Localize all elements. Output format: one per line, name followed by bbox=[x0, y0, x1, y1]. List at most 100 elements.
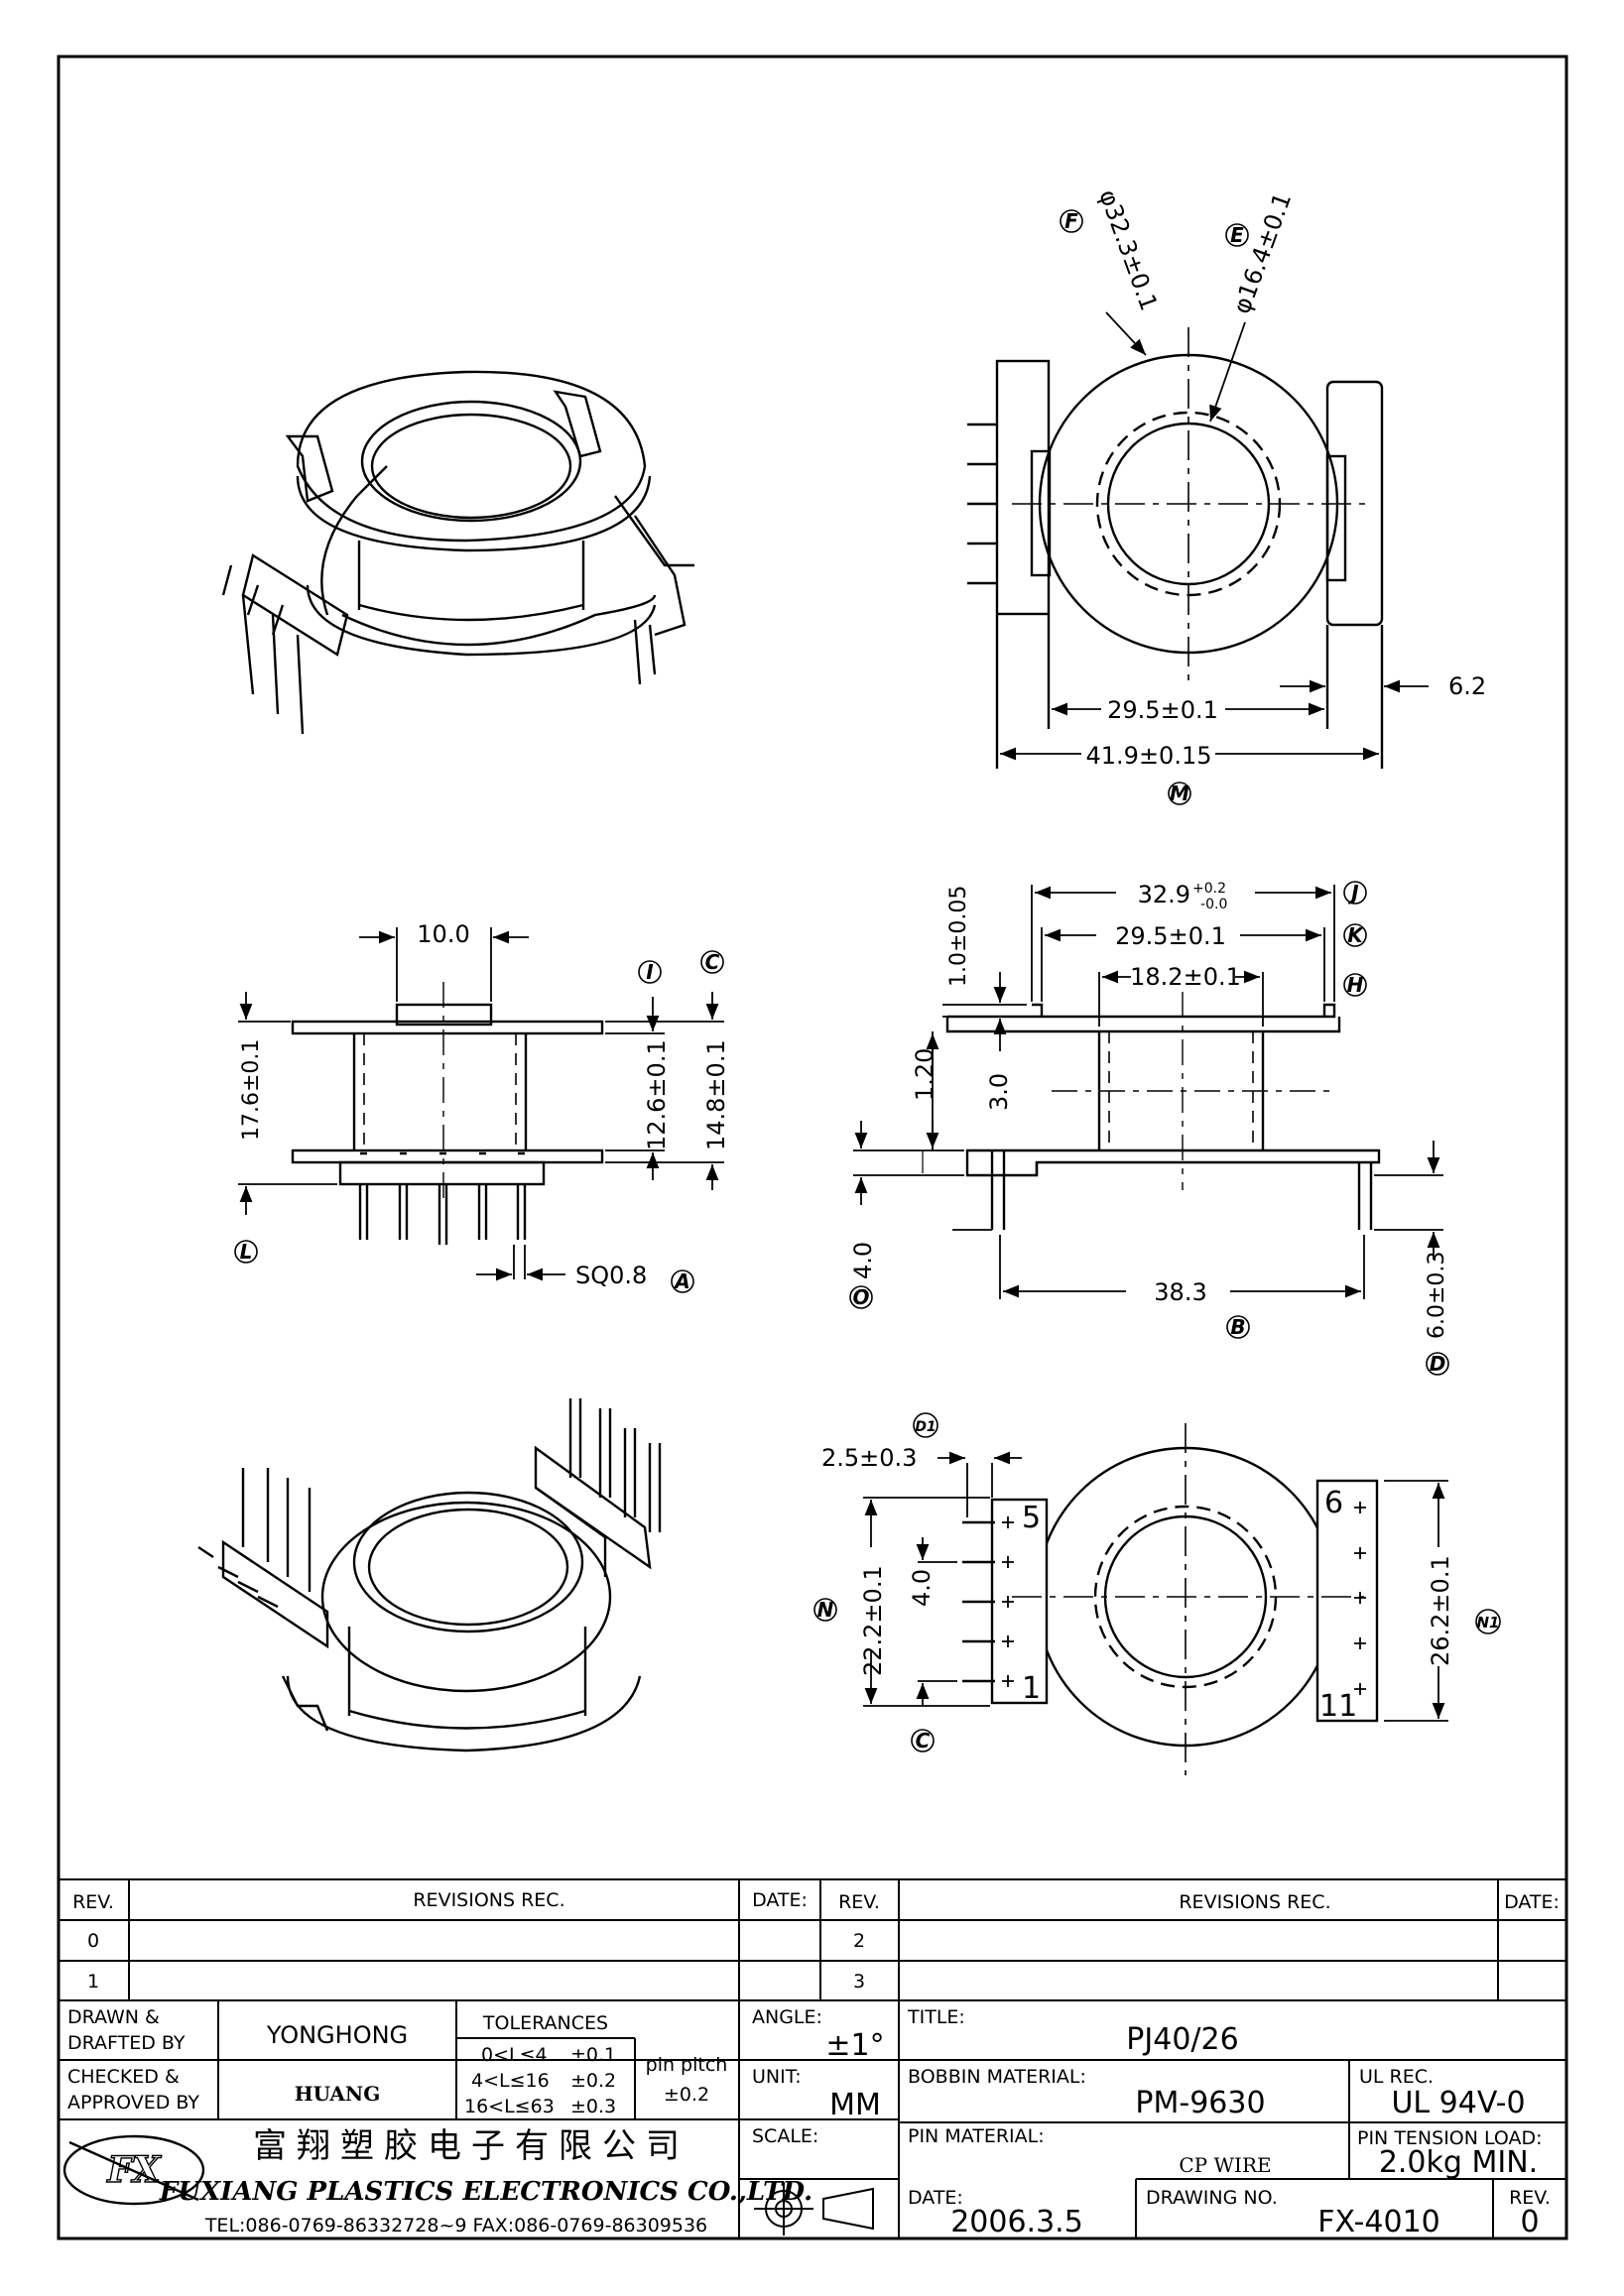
ul-label: UL REC. bbox=[1359, 2066, 1434, 2088]
total-height-dim: 17.6±0.1 bbox=[239, 1039, 264, 1141]
revisions-text: REV. REVISIONS REC. DATE: REV. REVISIONS… bbox=[72, 1889, 1560, 1993]
drawn-label: DRAWN & DRAFTED BY bbox=[67, 2006, 186, 2054]
revisions-table bbox=[59, 1878, 1566, 2001]
callout-a: A bbox=[673, 1269, 689, 1293]
drawing-no-value: FX-4010 bbox=[1317, 2205, 1440, 2239]
drawn-value: YONGHONG bbox=[266, 2021, 408, 2049]
unit-label: UNIT: bbox=[752, 2066, 802, 2088]
pin-length-dim: 4.0 bbox=[849, 1242, 877, 1279]
total-width-dim: 41.9±0.15 bbox=[1086, 742, 1212, 770]
flange-tab-dim: 6.2 bbox=[1448, 672, 1486, 700]
angle-label: ANGLE: bbox=[752, 2006, 822, 2028]
tol-value-2: ±0.2 bbox=[570, 2070, 616, 2092]
rev-row-3: 3 bbox=[853, 1971, 865, 1993]
sheet-border bbox=[57, 55, 1568, 2240]
callout-m: M bbox=[1170, 782, 1189, 805]
pin-number-6: 6 bbox=[1324, 1486, 1343, 1520]
tolerances-label: TOLERANCES bbox=[482, 2012, 608, 2034]
drawing-no-label: DRAWING NO. bbox=[1146, 2187, 1278, 2209]
front-mid-width-dim: 29.5±0.1 bbox=[1115, 922, 1226, 950]
pin-material-label: PIN MATERIAL: bbox=[908, 2125, 1045, 2147]
base-thickness-dim: 1.20 bbox=[911, 1048, 938, 1101]
pin-number-5: 5 bbox=[1022, 1501, 1041, 1535]
logo-text: FX bbox=[106, 2149, 163, 2191]
bottom-view-dimensions bbox=[863, 1451, 1448, 1722]
title-block-grid bbox=[59, 2000, 1566, 2238]
front-total-width-dim: 32.9+0.2-0.0 bbox=[1138, 881, 1228, 912]
ul-value: UL 94V-0 bbox=[1391, 2086, 1525, 2120]
company-contact: TEL:086-0769-86332728~9 FAX:086-0769-863… bbox=[204, 2215, 707, 2236]
pin-drop-dim: 6.0±0.3 bbox=[1425, 1252, 1449, 1339]
bottom-view-labels: 2.5±0.3 D1 22.2±0.1 4.0 26.2±0.1 5 1 6 1… bbox=[813, 1412, 1501, 1752]
pin-tension-value: 2.0kg MIN. bbox=[1379, 2145, 1538, 2180]
pin-pitch-value: ±0.2 bbox=[664, 2084, 709, 2106]
rev-value: 0 bbox=[1520, 2205, 1539, 2239]
revisions-header-left: REVISIONS REC. bbox=[413, 1889, 564, 1911]
checked-value: HUANG bbox=[295, 2082, 381, 2106]
pin-number-11: 11 bbox=[1319, 1689, 1357, 1724]
callout-i: I bbox=[646, 960, 654, 984]
callout-c-bottom: C bbox=[916, 1729, 931, 1752]
front-view-dimensions bbox=[853, 885, 1443, 1299]
title-block-text: DRAWN & DRAFTED BY YONGHONG CHECKED & AP… bbox=[67, 2006, 1551, 2239]
side-view bbox=[291, 982, 604, 1245]
pin-pitch-dim: 4.0 bbox=[908, 1569, 936, 1607]
side-view-labels: 10.0 17.6±0.1 12.6±0.1 14.8±0.1 SQ0.8 I … bbox=[234, 920, 730, 1293]
callout-b: B bbox=[1230, 1315, 1245, 1339]
unit-value: MM bbox=[829, 2088, 881, 2122]
top-view-dimensions bbox=[1000, 311, 1429, 761]
rev-header-right: REV. bbox=[838, 1891, 880, 1913]
tol-range-1: 0<L≤4 bbox=[481, 2044, 548, 2066]
pin-material-value: CP WIRE bbox=[1179, 2153, 1271, 2177]
scale-label: SCALE: bbox=[752, 2125, 818, 2147]
company-block: FX 富翔塑胶电子有限公司 FUXIANG PLASTICS ELECTRONI… bbox=[62, 2126, 812, 2236]
callout-d1: D1 bbox=[915, 1419, 936, 1435]
tab-width-dim: 10.0 bbox=[417, 920, 469, 948]
tol-value-3: ±0.3 bbox=[570, 2096, 616, 2117]
tol-value-1: ±0.1 bbox=[570, 2044, 616, 2066]
inner-height-dim: 12.6±0.1 bbox=[643, 1039, 671, 1150]
side-view-dimensions bbox=[238, 927, 724, 1281]
tol-range-3: 16<L≤63 bbox=[464, 2096, 555, 2117]
pin-number-1: 1 bbox=[1022, 1671, 1041, 1706]
front-view-labels: 32.9+0.2-0.0 29.5±0.1 18.2±0.1 1.0±0.05 … bbox=[849, 881, 1449, 1376]
third-angle-projection-icon bbox=[754, 2182, 874, 2236]
pin-pitch-total-dim: 22.2±0.1 bbox=[859, 1565, 887, 1676]
rev-row-1: 1 bbox=[87, 1971, 99, 1993]
date-header-left: DATE: bbox=[752, 1889, 808, 1911]
top-view-labels: φ32.3±0.1 φ16.4±0.1 F E 29.5±0.1 6.2 41.… bbox=[1060, 185, 1486, 805]
pin-offset-dim: 2.5±0.3 bbox=[821, 1444, 917, 1472]
revisions-header-right: REVISIONS REC. bbox=[1179, 1891, 1330, 1913]
date-header-right: DATE: bbox=[1504, 1891, 1560, 1913]
callout-h: H bbox=[1347, 973, 1364, 997]
inner-width-dim: 29.5±0.1 bbox=[1107, 696, 1218, 724]
company-name-chinese: 富翔塑胶电子有限公司 bbox=[253, 2126, 689, 2166]
callout-c-side: C bbox=[705, 950, 720, 974]
date-value: 2006.3.5 bbox=[950, 2205, 1083, 2239]
callout-f: F bbox=[1064, 209, 1078, 233]
rev-label: REV. bbox=[1509, 2187, 1551, 2209]
company-logo: FX bbox=[62, 2134, 205, 2206]
pin-pitch-label: pin pitch bbox=[646, 2054, 728, 2076]
bobbin-label: BOBBIN MATERIAL: bbox=[908, 2066, 1086, 2088]
flange-thickness-dim: 1.0±0.05 bbox=[946, 886, 971, 987]
right-span-dim: 26.2±0.1 bbox=[1427, 1555, 1454, 1666]
callout-d: D bbox=[1430, 1352, 1446, 1376]
callout-e: E bbox=[1230, 223, 1244, 247]
gap-dim: 3.0 bbox=[985, 1073, 1013, 1111]
callout-k: K bbox=[1347, 923, 1364, 947]
angle-value: ±1° bbox=[825, 2028, 884, 2063]
callout-l: L bbox=[240, 1240, 253, 1264]
title-label: TITLE: bbox=[907, 2006, 965, 2028]
outer-diameter-dim: φ32.3±0.1 bbox=[1093, 185, 1163, 313]
callout-n1: N1 bbox=[1477, 1614, 1500, 1631]
title-value: PJ40/26 bbox=[1126, 2022, 1238, 2057]
inner-diameter-dim: φ16.4±0.1 bbox=[1227, 189, 1297, 317]
isometric-view-top bbox=[221, 370, 694, 735]
rev-row-0: 0 bbox=[87, 1930, 99, 1952]
pin-span-dim: 38.3 bbox=[1154, 1278, 1206, 1306]
front-view bbox=[945, 992, 1381, 1230]
rev-header-left: REV. bbox=[72, 1891, 114, 1913]
top-view bbox=[967, 327, 1384, 769]
